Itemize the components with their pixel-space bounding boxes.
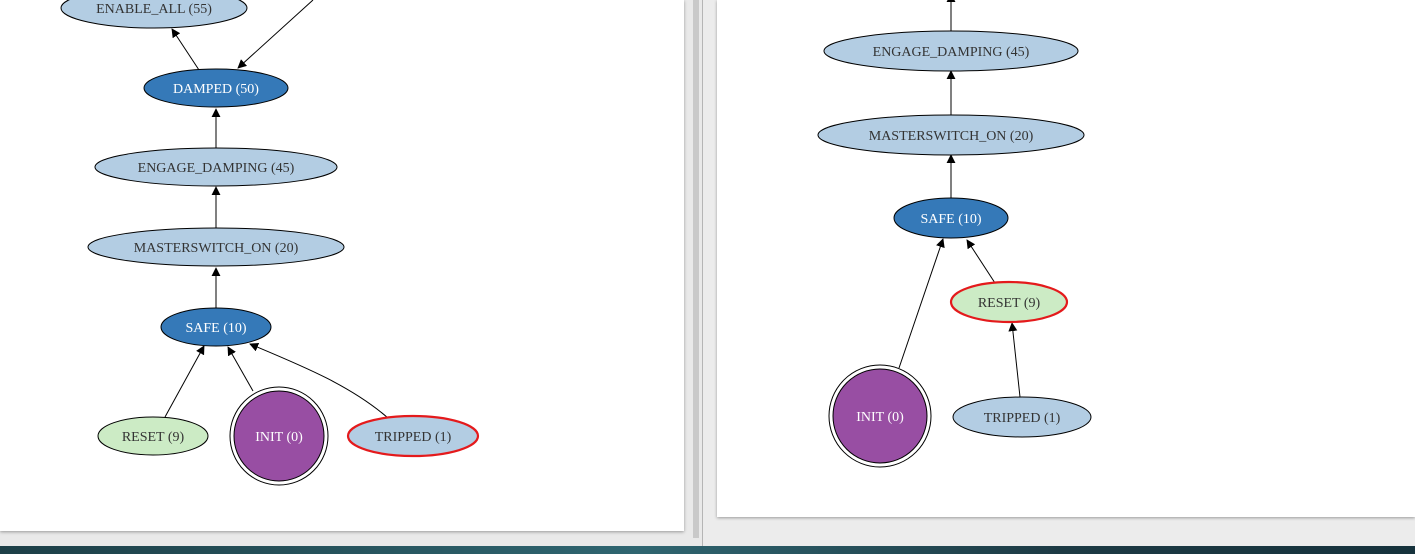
right-graph: ENGAGE_DAMPING (45) MASTERSWITCH_ON (20)… [817,0,1092,468]
node-init[interactable]: INIT (0) [229,386,329,486]
node-damped[interactable]: DAMPED (50) [143,68,289,108]
edge-reset-to-safe [966,239,996,284]
node-engage-damping[interactable]: ENGAGE_DAMPING (45) [823,30,1079,72]
left-graph: ENABLE_ALL (55) DAMPED (50) ENGAGE_DAMPI… [60,0,480,486]
node-safe[interactable]: SAFE (10) [160,307,272,347]
edge-init-to-safe [898,238,945,369]
node-safe[interactable]: SAFE (10) [893,197,1009,239]
edge-tripped-to-reset [1008,322,1021,398]
node-label: ENGAGE_DAMPING (45) [138,161,295,176]
node-label: SAFE (10) [185,321,246,336]
node-label: DAMPED (50) [173,82,259,97]
node-init[interactable]: INIT (0) [828,364,932,468]
node-label: SAFE (10) [920,212,981,227]
node-label: INIT (0) [255,430,303,445]
edge-reset-to-safe [164,345,205,418]
split-divider[interactable] [693,0,699,538]
node-tripped[interactable]: TRIPPED (1) [346,414,480,458]
edge-init-to-safe [227,346,254,392]
edge-incoming-to-damped [237,0,314,69]
left-edges [164,0,389,419]
right-edges [898,0,1021,398]
node-label: RESET (9) [978,296,1041,311]
node-engage-damping[interactable]: ENGAGE_DAMPING (45) [94,147,338,187]
node-label: RESET (9) [122,430,185,445]
node-label: ENGAGE_DAMPING (45) [873,45,1030,60]
node-label: ENABLE_ALL (55) [96,2,212,17]
node-reset[interactable]: RESET (9) [97,416,209,456]
taskbar [0,546,1415,554]
node-label: MASTERSWITCH_ON (20) [134,241,299,256]
node-masterswitch-on[interactable]: MASTERSWITCH_ON (20) [87,227,345,267]
node-enable-all[interactable]: ENABLE_ALL (55) [60,0,248,29]
node-masterswitch-on[interactable]: MASTERSWITCH_ON (20) [817,114,1085,156]
node-tripped[interactable]: TRIPPED (1) [952,396,1092,438]
node-label: TRIPPED (1) [375,430,452,445]
node-label: MASTERSWITCH_ON (20) [869,129,1034,144]
edge-damped-to-enable-all [171,28,200,71]
edge-tripped-to-safe [249,342,389,419]
node-label: INIT (0) [856,410,904,425]
node-label: TRIPPED (1) [984,411,1061,426]
node-reset[interactable]: RESET (9) [949,280,1069,324]
